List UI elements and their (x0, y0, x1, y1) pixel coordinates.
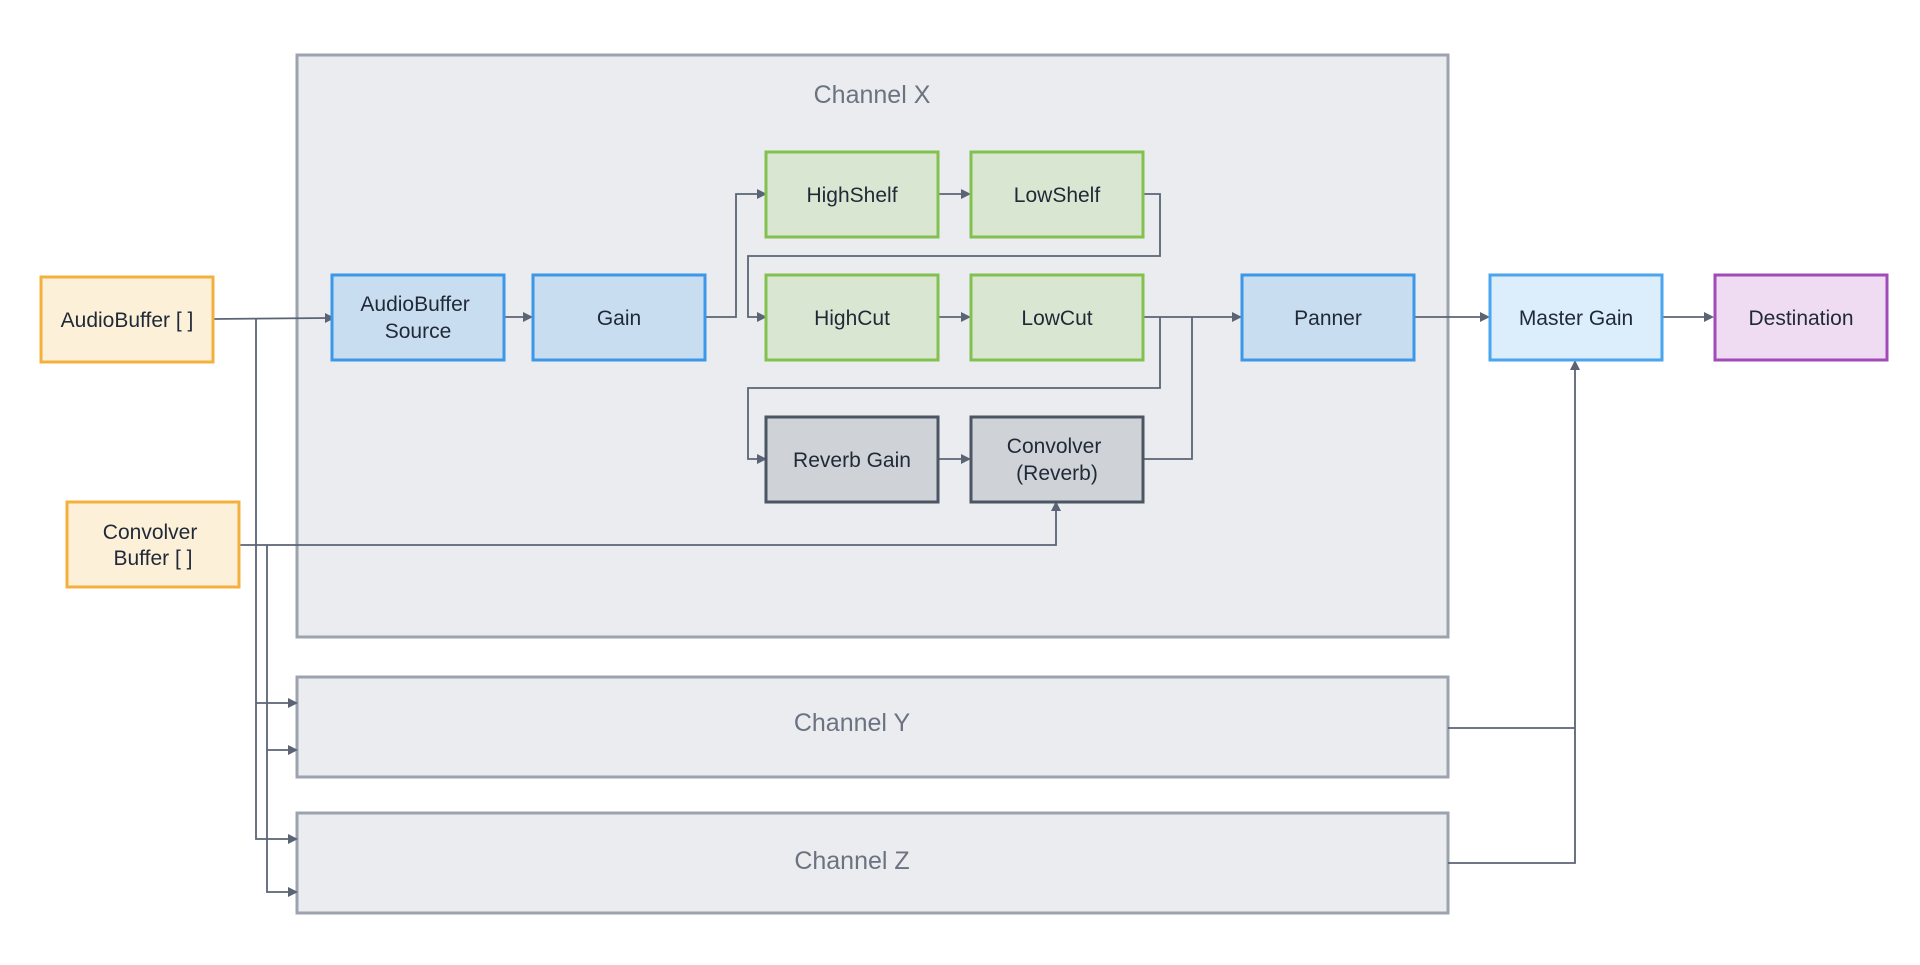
arrowhead (288, 745, 298, 755)
master-gain-label-line: Master Gain (1519, 307, 1633, 330)
node-highshelf: HighShelf (764, 150, 940, 239)
convolver-reverb-label: Convolver (Reverb) (1007, 435, 1107, 485)
node-reverb-gain: Reverb Gain (764, 415, 940, 504)
convolver-buffer-box (65, 500, 241, 589)
destination-box (1713, 273, 1889, 362)
channel-x-label: Channel X (814, 81, 931, 109)
arrowhead (757, 312, 767, 322)
connectors (212, 189, 1714, 897)
arrowhead (1704, 312, 1714, 322)
audiobuffer-source-box (330, 273, 506, 362)
arrowhead (288, 834, 298, 844)
highcut-box (764, 273, 940, 362)
node-destination: Destination (1713, 273, 1889, 362)
arrowhead (961, 189, 971, 199)
audiobuffer-source-label-line-2: Source (385, 320, 452, 343)
destination-label: Destination (1748, 307, 1853, 330)
convolver-reverb-label-line-2: (Reverb) (1016, 462, 1098, 485)
arrowhead (961, 312, 971, 322)
wire-lowshelf-to-highcut (747, 193, 1161, 318)
convolver-buffer-label-line-2: Buffer [ ] (114, 547, 193, 570)
node-lowcut: LowCut (969, 273, 1145, 362)
destination-label-line: Destination (1748, 307, 1853, 330)
arrowhead (1232, 312, 1242, 322)
audio-buffer-label: AudioBuffer [ ] (61, 309, 194, 332)
wire-channels-to-mastergain (1448, 368, 1576, 864)
lowshelf-label: LowShelf (1014, 184, 1101, 207)
master-gain-label: Master Gain (1519, 307, 1633, 330)
channel-y-label: Channel Y (794, 709, 911, 737)
arrowhead (288, 887, 298, 897)
lowcut-box (969, 273, 1145, 362)
panner-box (1240, 273, 1416, 362)
node-audio-buffer: AudioBuffer [ ] (39, 275, 215, 364)
highshelf-label-line: HighShelf (806, 184, 897, 207)
gain-box (531, 273, 707, 362)
arrowhead (1051, 501, 1061, 511)
audio-buffer-label-line: AudioBuffer [ ] (61, 309, 194, 332)
highshelf-box (764, 150, 940, 239)
arrowhead (757, 454, 767, 464)
channel-y-frame (295, 675, 1450, 779)
gain-label-line: Gain (597, 307, 641, 330)
arrowhead (757, 189, 767, 199)
wire-convolverbuffer-to-channels (266, 545, 292, 893)
arrowhead (325, 313, 335, 323)
node-master-gain: Master Gain (1488, 273, 1664, 362)
wire-convolverbuffer-to-convolver (239, 508, 1057, 546)
lowcut-label-line: LowCut (1021, 307, 1092, 330)
node-gain: Gain (531, 273, 707, 362)
audiobuffer-source-label: AudioBuffer Source (360, 293, 475, 343)
panner-label-line: Panner (1294, 307, 1362, 330)
arrowhead (1570, 360, 1580, 370)
convolver-buffer-label: Convolver Buffer [ ] (103, 521, 203, 570)
convolver-reverb-label-line-1: Convolver (1007, 435, 1102, 458)
master-gain-box (1488, 273, 1664, 362)
node-highcut: HighCut (764, 273, 940, 362)
node-panner: Panner (1240, 273, 1416, 362)
arrowhead (288, 698, 298, 708)
wire-audiobuffer-to-source (212, 317, 330, 320)
reverb-gain-box (764, 415, 940, 504)
wire-lowcut-to-reverbgain (747, 317, 1161, 460)
wire-audiobuffer-to-channels (255, 319, 292, 840)
node-lowshelf: LowShelf (969, 150, 1145, 239)
channel-z-frame (295, 811, 1450, 915)
highcut-label-line: HighCut (814, 307, 890, 330)
lowcut-label: LowCut (1021, 307, 1092, 330)
node-convolver-reverb: Convolver (Reverb) (969, 415, 1145, 504)
gain-label: Gain (597, 307, 641, 330)
arrowhead (961, 454, 971, 464)
wire-convolver-to-panner (1143, 317, 1193, 460)
channel-z-group: Channel Z (295, 811, 1450, 915)
audio-buffer-box (39, 275, 215, 364)
lowshelf-label-line: LowShelf (1014, 184, 1101, 207)
reverb-gain-label-line: Reverb Gain (793, 449, 911, 472)
node-convolver-buffer: Convolver Buffer [ ] (65, 500, 241, 589)
convolver-reverb-box (969, 415, 1145, 504)
channel-y-group: Channel Y (295, 675, 1450, 779)
panner-label: Panner (1294, 307, 1362, 330)
reverb-gain-label: Reverb Gain (793, 449, 911, 472)
arrowhead (523, 312, 533, 322)
channel-z-label: Channel Z (794, 847, 909, 875)
lowshelf-box (969, 150, 1145, 239)
audiobuffer-source-label-line-1: AudioBuffer (360, 293, 469, 316)
node-audiobuffer-source: AudioBuffer Source (330, 273, 506, 362)
wire-gain-to-highshelf (705, 193, 760, 318)
highshelf-label: HighShelf (806, 184, 897, 207)
arrowhead (1480, 312, 1490, 322)
highcut-label: HighCut (814, 307, 890, 330)
convolver-buffer-label-line-1: Convolver (103, 521, 198, 544)
